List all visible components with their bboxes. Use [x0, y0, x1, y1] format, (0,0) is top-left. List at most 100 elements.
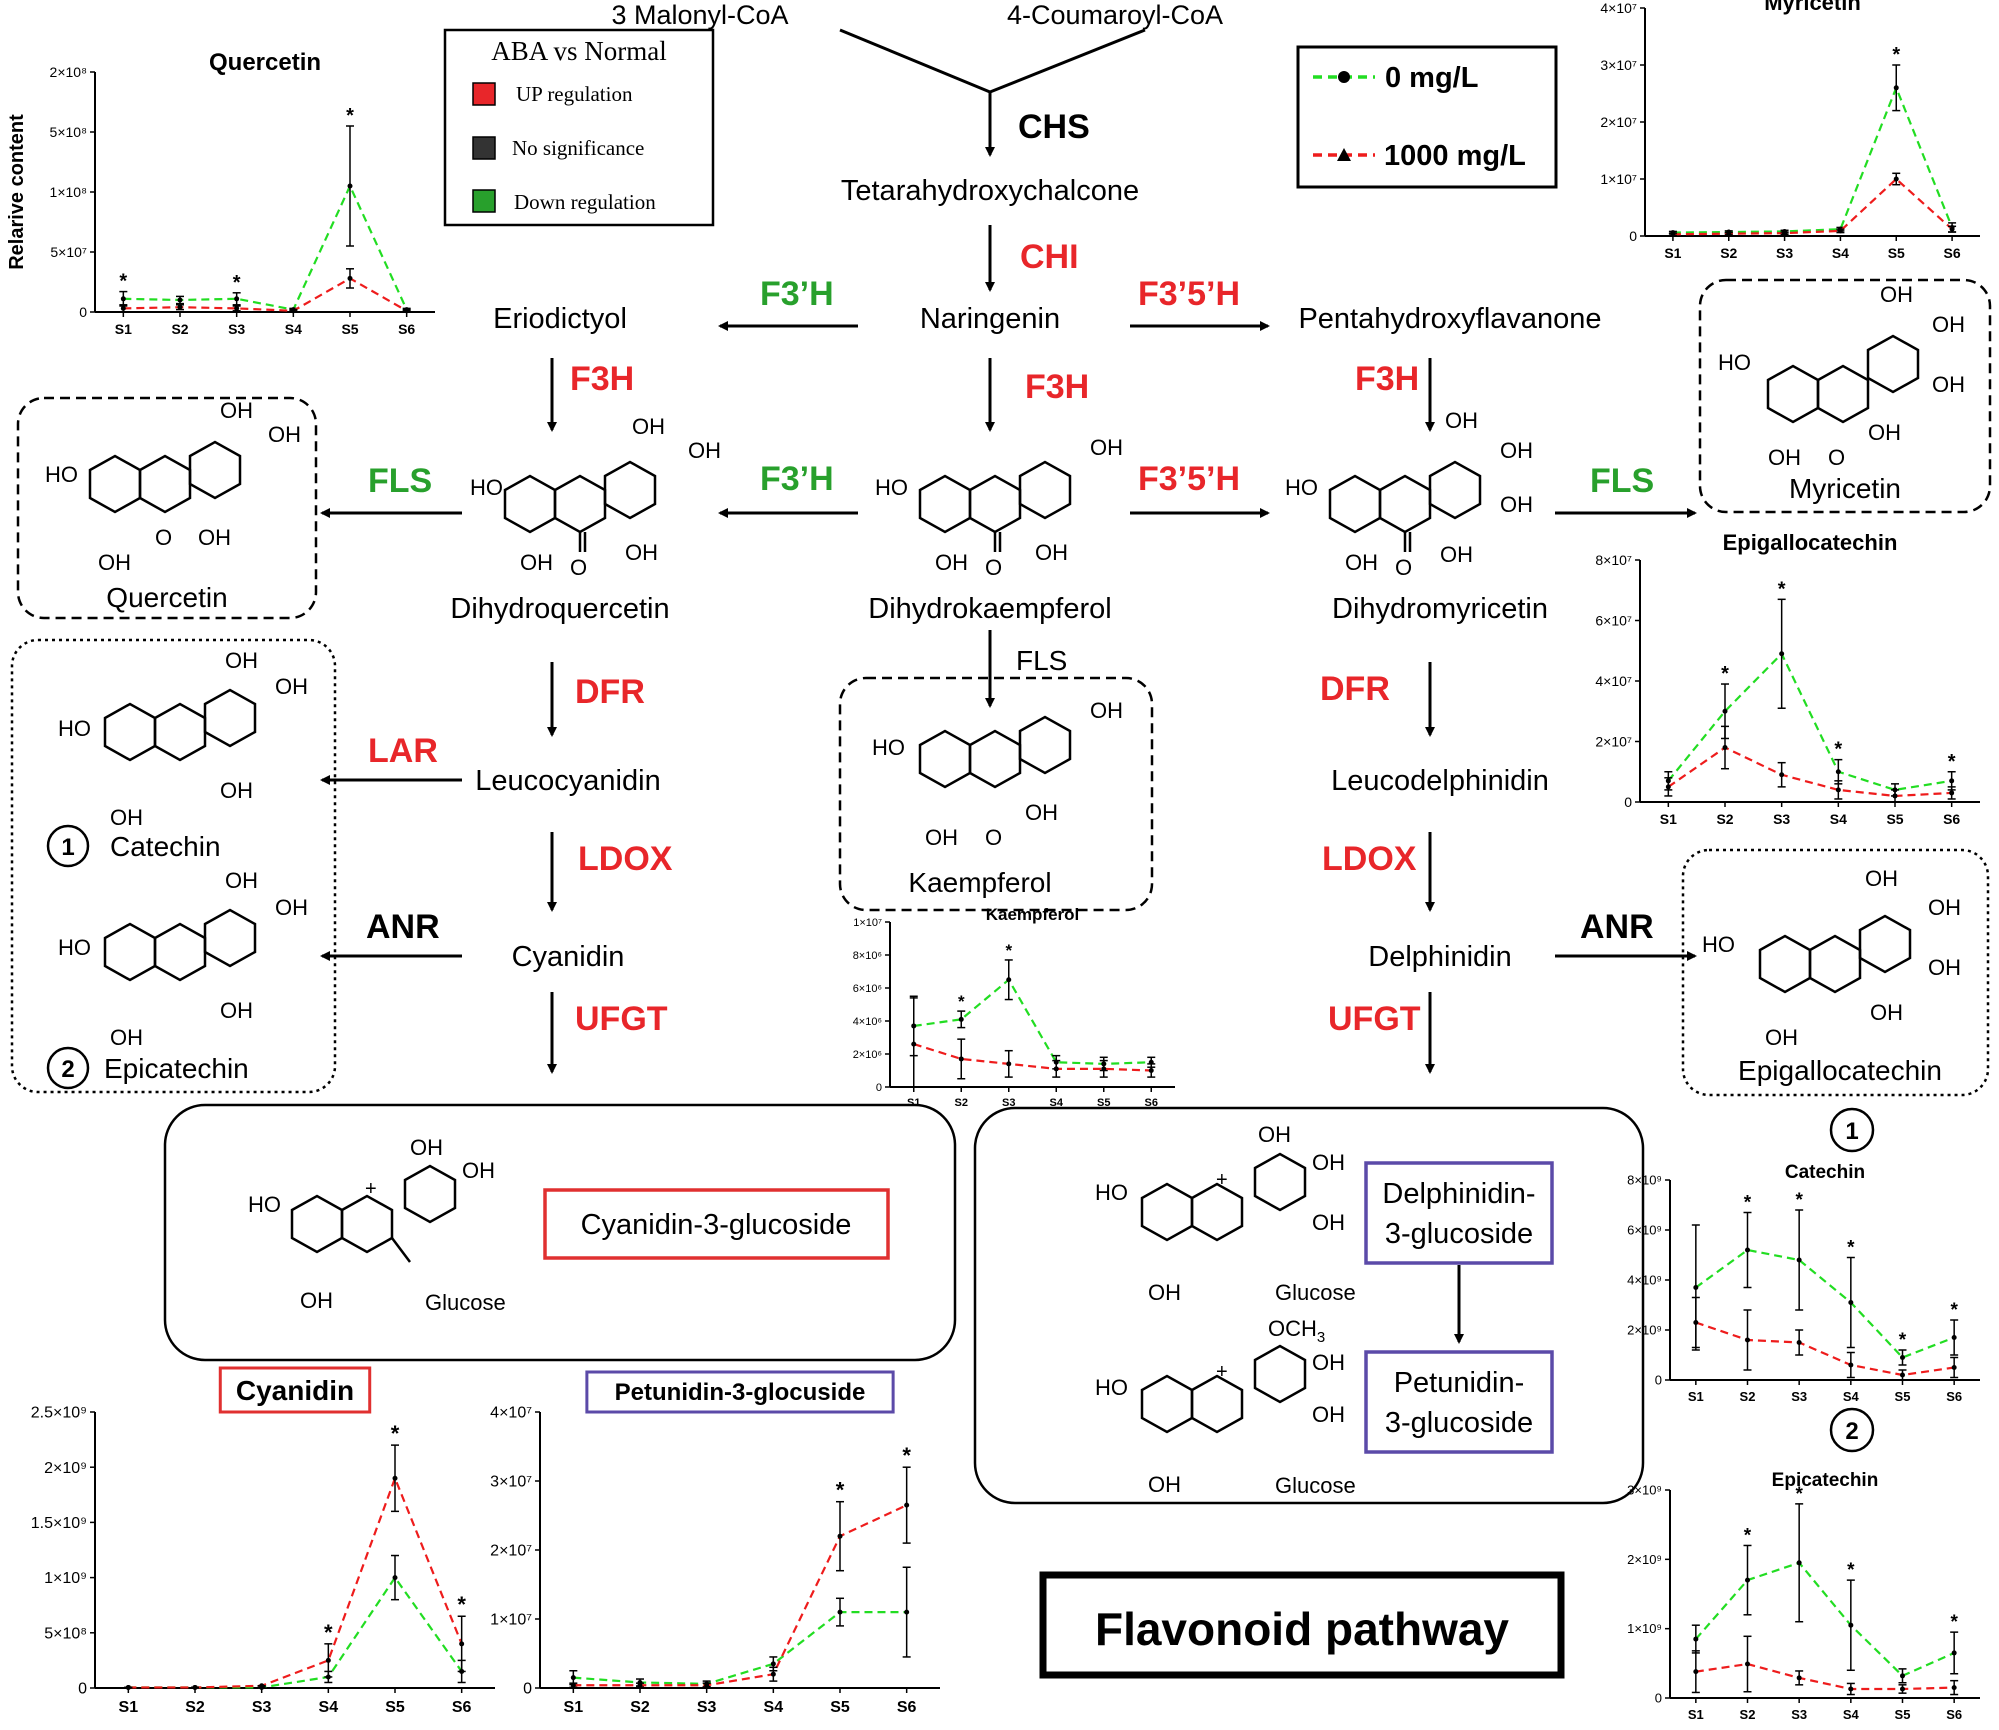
- x-tick-label: S4: [1050, 1097, 1064, 1109]
- egc-oh1: OH: [1865, 866, 1898, 891]
- series-line-0: [573, 1610, 907, 1685]
- significance-star: *: [119, 271, 127, 293]
- y-tick-label: 4×10⁶: [853, 1016, 882, 1028]
- x-tick-label: S6: [1944, 245, 1961, 261]
- legend-label-down: Down regulation: [514, 190, 656, 214]
- significance-star: *: [1778, 578, 1786, 600]
- legend-label-none: No significance: [512, 136, 644, 160]
- data-point: [125, 1684, 131, 1690]
- y-tick-label: 0: [523, 1681, 532, 1698]
- data-point: [120, 296, 126, 302]
- significance-star: *: [1950, 1300, 1958, 1321]
- cyanidin-3-glucoside-box: [163, 1103, 957, 1362]
- x-tick-label: S3: [252, 1699, 272, 1716]
- converging-arrows: [839, 28, 1146, 157]
- d3g-oh4: OH: [1148, 1280, 1181, 1305]
- enzyme-f3h-right: F3H: [1355, 360, 1419, 398]
- p3g-ho: HO: [1095, 1375, 1128, 1400]
- x-tick-label: S3: [1776, 245, 1793, 261]
- significance-star: *: [1899, 1330, 1907, 1351]
- data-point: [1837, 228, 1843, 234]
- x-tick-label: S1: [1688, 1389, 1704, 1404]
- data-point: [347, 275, 353, 281]
- x-tick-label: S1: [1660, 811, 1677, 827]
- y-tick-label: 8×10⁶: [853, 950, 882, 962]
- chart-title-box: [218, 1366, 372, 1414]
- dhk-oh1: OH: [1090, 435, 1123, 460]
- enzyme-anr-left: ANR: [366, 908, 440, 946]
- data-point: [1148, 1068, 1154, 1073]
- x-tick-label: S4: [319, 1699, 339, 1716]
- x-tick-label: S1: [119, 1699, 139, 1716]
- marker-1-right: [1829, 1107, 1875, 1153]
- y-tick-label: 5×10⁸: [44, 1625, 87, 1642]
- epi-ho: HO: [58, 935, 91, 960]
- y-tick-label: 6×10⁷: [1595, 612, 1632, 628]
- y-tick-label: 0: [1629, 228, 1637, 244]
- pentahydroxyflavanone-label: Pentahydroxyflavanone: [1298, 303, 1601, 335]
- x-tick-label: S2: [185, 1699, 205, 1716]
- y-tick-label: 2×10⁹: [44, 1460, 87, 1477]
- data-point: [911, 1041, 917, 1047]
- enzyme-ldox-left: LDOX: [578, 840, 673, 878]
- data-point: [325, 1657, 331, 1663]
- data-point: [259, 1683, 265, 1689]
- data-point: [837, 1609, 843, 1615]
- x-tick-label: S5: [385, 1699, 405, 1716]
- leucocyanidin-label: Leucocyanidin: [475, 765, 660, 797]
- marker-1-left: [46, 824, 90, 868]
- enzyme-ufgt-left: UFGT: [575, 1000, 668, 1038]
- significance-star: *: [836, 1478, 845, 1503]
- quercetin-box: [16, 396, 318, 620]
- d3g-oh1: OH: [1258, 1122, 1291, 1147]
- p3g-oh3: OH: [1148, 1472, 1181, 1497]
- delphinidin-3-glucoside-structure: [1140, 1152, 1307, 1242]
- enzyme-ldox-right: LDOX: [1322, 840, 1417, 878]
- cyanidin-3-glucoside-structure: [290, 1164, 457, 1263]
- x-tick-label: S6: [1145, 1097, 1158, 1109]
- data-point: [1722, 708, 1728, 714]
- dhm-oh3: OH: [1500, 492, 1533, 517]
- y-tick-label: 1×10⁷: [853, 917, 882, 929]
- x-tick-label: S4: [1843, 1389, 1860, 1404]
- d3g-oh3: OH: [1312, 1210, 1345, 1235]
- cat-oh1: OH: [225, 648, 258, 673]
- data-point: [1951, 1650, 1957, 1656]
- marker-2-left-label: 2: [61, 1056, 74, 1083]
- series-line-1: [573, 1504, 908, 1687]
- x-tick-label: S2: [1716, 811, 1733, 827]
- cyanidin-label: Cyanidin: [512, 941, 625, 973]
- y-tick-label: 1×10⁹: [1627, 1621, 1662, 1636]
- enzyme-fls-left: FLS: [368, 462, 432, 500]
- data-point: [570, 1682, 576, 1688]
- data-point: [1782, 230, 1788, 236]
- series-line-1: [123, 277, 408, 312]
- x-tick-label: S1: [907, 1097, 920, 1109]
- data-point: [1006, 1061, 1012, 1067]
- data-point: [1796, 1257, 1802, 1263]
- y-tick-label: 2×10⁷: [490, 1543, 532, 1560]
- x-tick-label: S5: [1895, 1389, 1911, 1404]
- c3g-oh1: OH: [410, 1135, 443, 1160]
- dhm-oh4: OH: [1440, 542, 1473, 567]
- x-tick-label: S3: [697, 1699, 717, 1716]
- y-tick-label: 1×10⁷: [490, 1612, 532, 1629]
- data-point: [1949, 790, 1955, 796]
- dhm-ho: HO: [1285, 475, 1318, 500]
- dihydromyricetin-label: Dihydromyricetin: [1332, 593, 1548, 625]
- egc-oh5: OH: [1765, 1025, 1798, 1050]
- series-line-0: [1695, 1561, 1955, 1678]
- kaempferol-label: Kaempferol: [908, 867, 1051, 898]
- qu-oh1: OH: [220, 398, 253, 423]
- epi-oh3: OH: [220, 998, 253, 1023]
- dihydromyricetin-structure: [1328, 460, 1482, 552]
- data-point: [1693, 1320, 1699, 1325]
- dihydrokaempferol-structure: [918, 460, 1072, 552]
- chart-title: Catechin: [1785, 1162, 1865, 1183]
- data-point: [347, 183, 353, 189]
- marker-1-right-label: 1: [1845, 1118, 1858, 1145]
- chart-title: Epigallocatechin: [1723, 530, 1898, 555]
- data-point: [1949, 778, 1955, 784]
- epigallocatechin-label: Epigallocatechin: [1738, 1055, 1942, 1086]
- enzyme-f3h-mid: F3H: [1025, 368, 1089, 406]
